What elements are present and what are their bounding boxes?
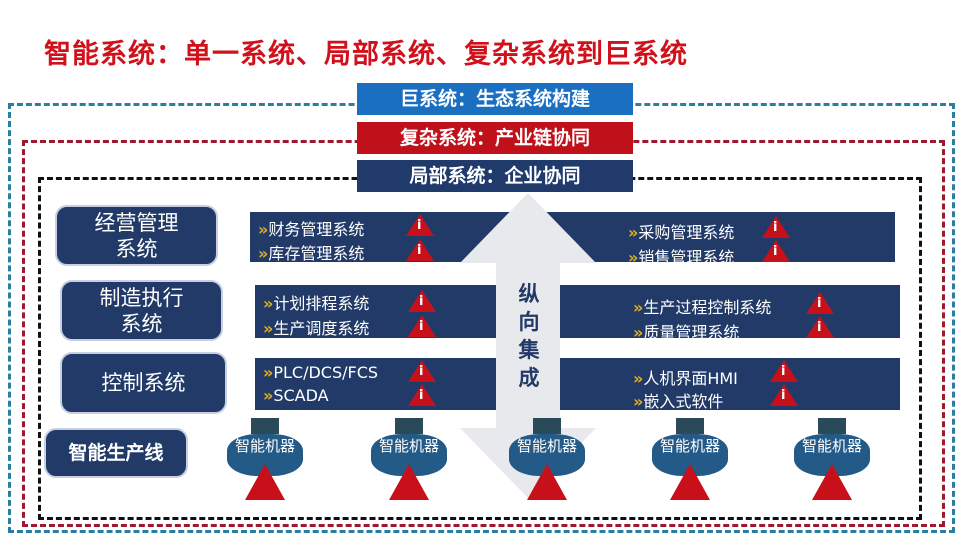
system-item: »SCADA — [263, 386, 329, 405]
warning-triangle-icon — [762, 240, 790, 262]
system-item: »库存管理系统 — [258, 244, 365, 263]
layer-label-business: 经营管理系统 — [55, 205, 218, 266]
warning-triangle-icon — [408, 315, 436, 337]
warning-triangle-icon — [527, 464, 567, 500]
warning-triangle-icon — [770, 360, 798, 382]
warning-triangle-icon — [408, 360, 436, 382]
warning-triangle-icon — [408, 290, 436, 312]
smart-machine: 智能机器 — [487, 412, 607, 502]
warning-triangle-icon — [762, 216, 790, 238]
warning-triangle-icon — [406, 214, 434, 236]
production-line-label: 智能生产线 — [44, 428, 188, 478]
smart-machine: 智能机器 — [349, 412, 469, 502]
smart-machine: 智能机器 — [205, 412, 325, 502]
system-item: »生产过程控制系统 — [633, 298, 772, 317]
warning-triangle-icon — [670, 464, 710, 500]
warning-triangle-icon — [408, 384, 436, 406]
warning-triangle-icon — [812, 464, 852, 500]
level-complex-system: 复杂系统：产业链协同 — [357, 122, 633, 154]
system-item: »采购管理系统 — [628, 223, 735, 242]
system-item: »PLC/DCS/FCS — [263, 363, 379, 382]
level-giant-system: 巨系统：生态系统构建 — [357, 83, 633, 115]
warning-triangle-icon — [389, 464, 429, 500]
level-local-system: 局部系统：企业协同 — [357, 160, 633, 192]
system-item: »质量管理系统 — [633, 323, 740, 342]
system-item: »计划排程系统 — [263, 294, 370, 313]
warning-triangle-icon — [406, 239, 434, 261]
system-item: »财务管理系统 — [258, 220, 365, 239]
system-item: »嵌入式软件 — [633, 392, 724, 411]
warning-triangle-icon — [770, 384, 798, 406]
layer-label-mes: 制造执行系统 — [60, 280, 223, 341]
system-item: »销售管理系统 — [628, 248, 735, 267]
vertical-integration-label: 纵向集成 — [518, 282, 540, 390]
smart-machine: 智能机器 — [772, 412, 892, 502]
system-item: »人机界面HMI — [633, 369, 738, 388]
page-title: 智能系统：单一系统、局部系统、复杂系统到巨系统 — [44, 39, 688, 70]
layer-label-control: 控制系统 — [60, 352, 227, 414]
warning-triangle-icon — [806, 292, 834, 314]
warning-triangle-icon — [806, 316, 834, 338]
smart-machine: 智能机器 — [630, 412, 750, 502]
warning-triangle-icon — [245, 464, 285, 500]
system-item: »生产调度系统 — [263, 319, 370, 338]
band-mes — [255, 285, 900, 338]
double-arrow-vertical-icon — [460, 193, 596, 498]
